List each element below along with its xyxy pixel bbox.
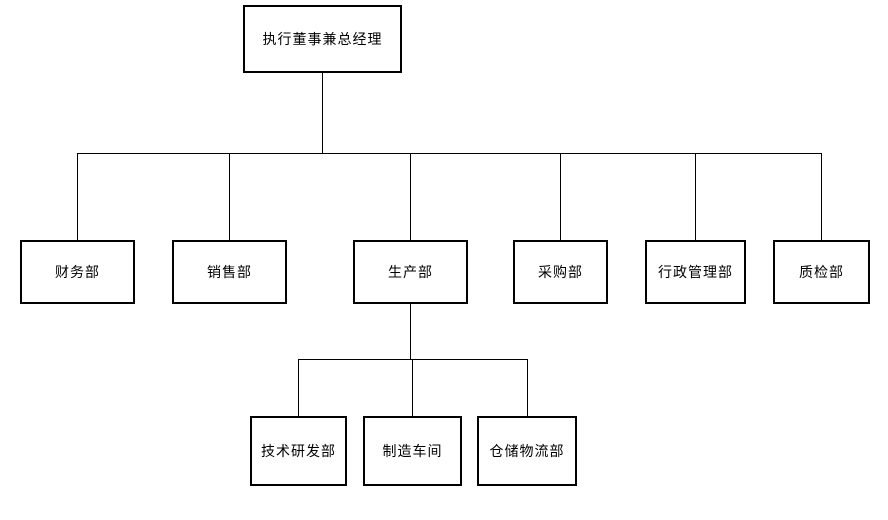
org-node-production: 生产部	[353, 240, 468, 304]
org-node-workshop: 制造车间	[363, 416, 462, 486]
org-node-sales: 销售部	[172, 240, 287, 304]
connector-drop-sales	[229, 153, 230, 240]
org-node-finance-label: 财务部	[55, 264, 100, 280]
org-node-root-label: 执行董事兼总经理	[262, 31, 383, 47]
connector-level2-bus	[77, 153, 822, 154]
connector-drop-workshop	[412, 359, 413, 416]
org-node-quality-label: 质检部	[799, 264, 844, 280]
connector-drop-finance	[77, 153, 78, 240]
connector-level3-bus	[298, 359, 528, 360]
org-node-procurement-label: 采购部	[538, 264, 583, 280]
connector-production-stem	[410, 304, 411, 359]
connector-drop-procurement	[560, 153, 561, 240]
org-node-root: 执行董事兼总经理	[243, 5, 402, 73]
connector-drop-admin	[695, 153, 696, 240]
connector-drop-rnd	[298, 359, 299, 416]
org-node-procurement: 采购部	[513, 240, 608, 304]
org-node-quality: 质检部	[773, 240, 870, 304]
org-node-logistics: 仓储物流部	[477, 416, 577, 486]
org-node-rnd: 技术研发部	[250, 416, 347, 486]
org-node-production-label: 生产部	[388, 264, 433, 280]
connector-drop-production	[410, 153, 411, 240]
org-node-logistics-label: 仓储物流部	[489, 443, 565, 459]
org-node-rnd-label: 技术研发部	[261, 443, 336, 459]
connector-drop-quality	[821, 153, 822, 240]
org-node-finance: 财务部	[20, 240, 135, 304]
org-node-admin-label: 行政管理部	[658, 264, 733, 280]
org-node-admin: 行政管理部	[645, 240, 746, 304]
org-node-sales-label: 销售部	[207, 264, 252, 280]
connector-drop-logistics	[527, 359, 528, 416]
org-node-workshop-label: 制造车间	[382, 443, 443, 459]
connector-root-stem	[322, 73, 323, 153]
